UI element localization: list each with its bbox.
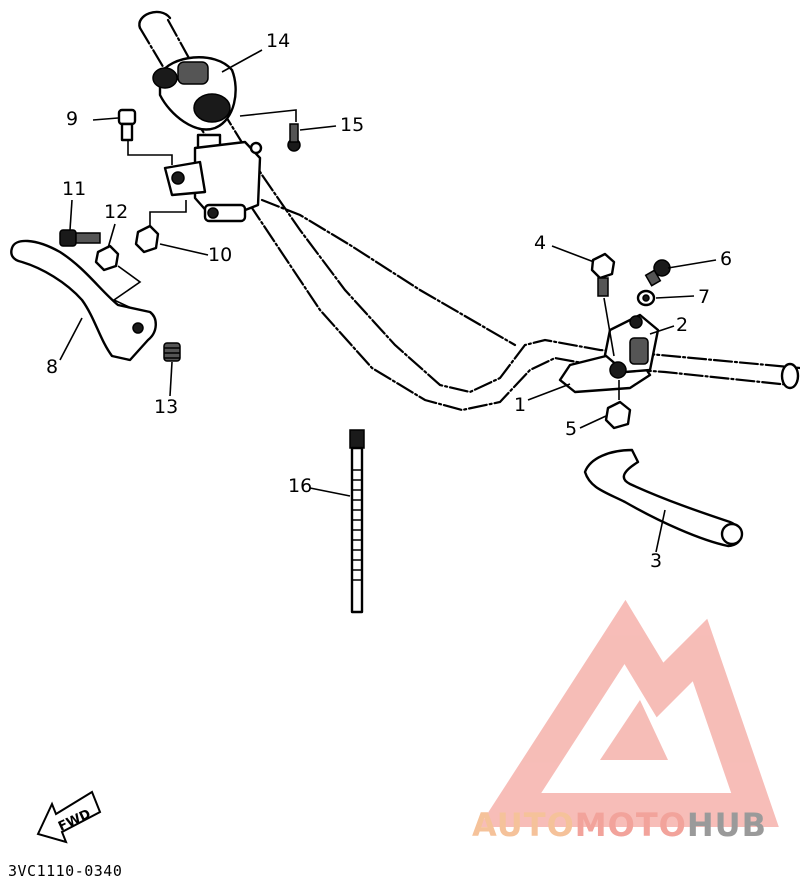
washer-7 bbox=[636, 289, 656, 307]
part-label-3: 3 bbox=[650, 550, 663, 572]
cable-tie-16 bbox=[349, 429, 365, 614]
master-cylinder-bracket bbox=[163, 140, 263, 223]
part-label-4: 4 bbox=[534, 232, 547, 254]
automotohub-logo-icon bbox=[478, 599, 779, 827]
screw-15 bbox=[239, 109, 301, 152]
nut-5 bbox=[604, 380, 632, 430]
screw-6 bbox=[644, 259, 671, 287]
clutch-lever-8 bbox=[10, 239, 157, 362]
part-label-16: 16 bbox=[288, 475, 313, 497]
part-label-9: 9 bbox=[66, 108, 79, 130]
part-label-13: 13 bbox=[154, 396, 179, 418]
part-label-2: 2 bbox=[676, 314, 689, 336]
spring-13 bbox=[163, 342, 181, 362]
fwd-arrow-icon: FWD bbox=[36, 790, 102, 844]
part-label-5: 5 bbox=[565, 418, 578, 440]
part-label-6: 6 bbox=[720, 248, 733, 270]
bolt-4 bbox=[590, 252, 616, 357]
nut-10 bbox=[134, 200, 187, 254]
part-label-12: 12 bbox=[104, 201, 129, 223]
bolt-9 bbox=[117, 108, 173, 165]
part-label-1: 1 bbox=[514, 394, 527, 416]
leader-lines bbox=[59, 49, 717, 553]
logo-text-moto: MOTO bbox=[574, 806, 687, 844]
bolt-11 bbox=[59, 229, 101, 247]
logo-text-hub: HUB bbox=[686, 806, 768, 844]
part-label-10: 10 bbox=[208, 244, 233, 266]
logo-text-auto: AUTO bbox=[472, 806, 575, 844]
part-label-14: 14 bbox=[266, 30, 291, 52]
part-label-7: 7 bbox=[698, 286, 711, 308]
lever-holder bbox=[558, 313, 660, 394]
brake-lever-3 bbox=[583, 448, 744, 548]
part-label-15: 15 bbox=[340, 114, 365, 136]
drawing-code: 3VC1110-0340 bbox=[8, 862, 123, 880]
automotohub-wordmark: AUTOMOTOHUB bbox=[472, 806, 767, 844]
part-label-8: 8 bbox=[46, 356, 59, 378]
part-label-11: 11 bbox=[62, 178, 87, 200]
